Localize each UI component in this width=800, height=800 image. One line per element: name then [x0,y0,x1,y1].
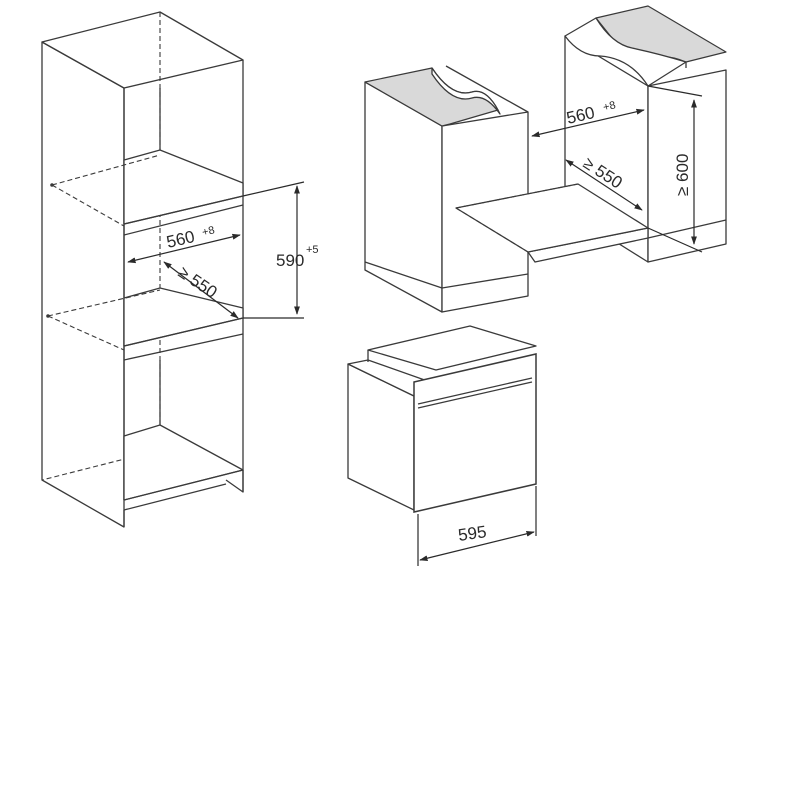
appliance-width-dim-line [419,530,535,562]
base-width-tolerance: +8 [602,99,617,114]
tall-width-label: 560 [165,227,197,252]
tall-width-dim-line [127,233,241,264]
tall-height-tolerance: +5 [306,244,319,256]
tall-unit [41,11,244,528]
base-right-cabinet-front [647,69,727,263]
tall-height-label: 590 [276,251,304,270]
tall-width-tolerance: +8 [201,224,216,239]
appliance-front [413,353,537,513]
tall-unit-side-panel [41,41,125,528]
appliance-width-label: 595 [457,522,488,545]
base-unit [364,5,727,313]
appliance-dimensions: 595 [417,486,537,566]
tall-depth-dim-line [163,261,239,319]
appliance [347,325,537,513]
base-height-label: ≥ 600 [673,154,692,196]
base-depth-dim-line [565,159,643,211]
appliance-top [367,325,537,371]
upper-shelf [123,149,244,225]
bottom-shelf [123,424,244,501]
base-width-dim-line [531,108,645,138]
